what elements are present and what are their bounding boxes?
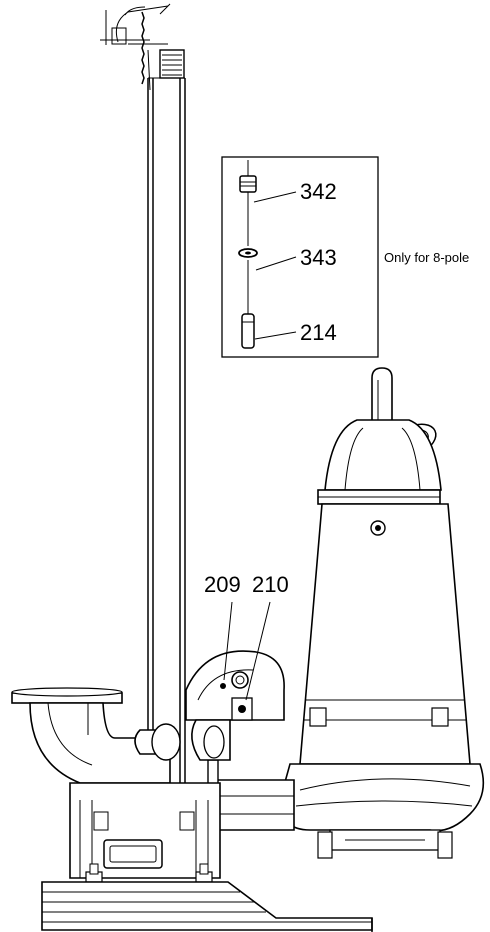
guide-claw-assembly (185, 650, 285, 761)
upper-guide-bracket (100, 3, 171, 91)
pump-motor (299, 367, 471, 765)
leader-343 (255, 256, 297, 271)
callout-214: 214 (300, 320, 337, 345)
detail-box (221, 156, 379, 358)
nut-342 (239, 175, 257, 193)
callout-342: 342 (300, 179, 337, 204)
guide-pipe (147, 77, 186, 805)
note-8-pole: Only for 8-pole (384, 250, 469, 265)
leader-209 (223, 601, 233, 681)
discharge-bend (11, 687, 221, 879)
pump-volute (279, 763, 485, 859)
callout-209: 209 (204, 572, 241, 597)
cable-sleeve (159, 49, 185, 79)
pin-214 (241, 313, 255, 349)
washer-343 (238, 248, 258, 258)
concrete-base (41, 881, 373, 932)
leader-214 (254, 331, 297, 340)
leader-342 (253, 191, 297, 203)
leader-210 (245, 601, 271, 701)
discharge-connection (207, 759, 295, 851)
callout-343: 343 (300, 245, 337, 270)
callout-210: 210 (252, 572, 289, 597)
